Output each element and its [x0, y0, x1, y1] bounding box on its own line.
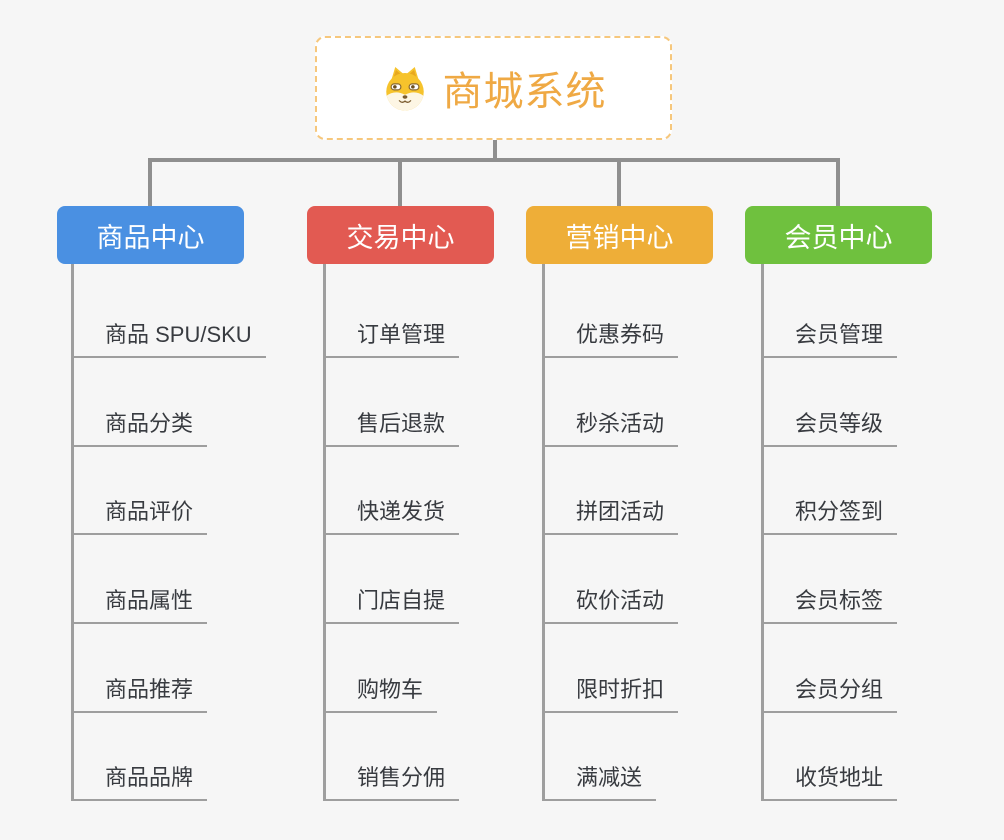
- branch-node-products[interactable]: 商品中心: [57, 206, 244, 264]
- child-topic[interactable]: 会员分组: [761, 675, 898, 713]
- child-topic-label: 会员分组: [761, 675, 898, 713]
- child-topic[interactable]: 商品品牌: [71, 763, 208, 801]
- child-topic[interactable]: 销售分佣: [323, 763, 460, 801]
- child-topic[interactable]: 商品 SPU/SKU: [71, 320, 266, 358]
- branch-node-marketing[interactable]: 营销中心: [526, 206, 713, 264]
- branch-label: 交易中心: [346, 222, 455, 253]
- child-topic[interactable]: 商品属性: [71, 586, 208, 624]
- child-topic[interactable]: 收货地址: [761, 763, 898, 801]
- child-topic-label: 商品推荐: [71, 675, 208, 713]
- child-topic[interactable]: 积分签到: [761, 497, 898, 535]
- child-topic[interactable]: 砍价活动: [542, 586, 679, 624]
- shiba-dog-icon: [385, 67, 424, 111]
- child-topic-label: 会员标签: [761, 586, 898, 624]
- child-topic-label: 购物车: [323, 675, 438, 713]
- child-topic[interactable]: 秒杀活动: [542, 409, 679, 447]
- child-topic[interactable]: 拼团活动: [542, 497, 679, 535]
- child-topic-label: 商品品牌: [71, 763, 208, 801]
- child-topic-label: 订单管理: [323, 320, 460, 358]
- child-topic-label: 会员等级: [761, 409, 898, 447]
- child-topic-label: 销售分佣: [323, 763, 460, 801]
- child-topic[interactable]: 会员管理: [761, 320, 898, 358]
- child-topic[interactable]: 快递发货: [323, 497, 460, 535]
- child-topic-label: 商品评价: [71, 497, 208, 535]
- child-topic-label: 秒杀活动: [542, 409, 679, 447]
- child-topic[interactable]: 购物车: [323, 675, 438, 713]
- branch-node-trade[interactable]: 交易中心: [307, 206, 494, 264]
- child-topic[interactable]: 商品推荐: [71, 675, 208, 713]
- child-topic-label: 门店自提: [323, 586, 460, 624]
- child-topic[interactable]: 商品评价: [71, 497, 208, 535]
- branch-node-members[interactable]: 会员中心: [745, 206, 932, 264]
- child-topic-label: 砍价活动: [542, 586, 679, 624]
- child-topic-label: 优惠券码: [542, 320, 679, 358]
- branch-label: 会员中心: [784, 222, 893, 253]
- root-title: 商城系统: [442, 70, 607, 114]
- child-topic[interactable]: 售后退款: [323, 409, 460, 447]
- child-topic[interactable]: 满减送: [542, 763, 657, 801]
- child-topic-label: 商品属性: [71, 586, 208, 624]
- child-topic-label: 商品分类: [71, 409, 208, 447]
- branch-label: 营销中心: [565, 222, 674, 253]
- branch-label: 商品中心: [96, 222, 205, 253]
- child-topic[interactable]: 订单管理: [323, 320, 460, 358]
- child-topic-label: 满减送: [542, 763, 657, 801]
- child-topic-label: 积分签到: [761, 497, 898, 535]
- child-topic-label: 商品 SPU/SKU: [71, 320, 266, 358]
- child-topic-label: 会员管理: [761, 320, 898, 358]
- child-topic-label: 售后退款: [323, 409, 460, 447]
- child-topic[interactable]: 门店自提: [323, 586, 460, 624]
- child-topic-label: 快递发货: [323, 497, 460, 535]
- child-topic[interactable]: 限时折扣: [542, 675, 679, 713]
- root-node[interactable]: 商城系统: [315, 36, 672, 140]
- child-topic-label: 拼团活动: [542, 497, 679, 535]
- child-topic-label: 收货地址: [761, 763, 898, 801]
- child-topic[interactable]: 会员等级: [761, 409, 898, 447]
- child-topic[interactable]: 商品分类: [71, 409, 208, 447]
- child-topic[interactable]: 会员标签: [761, 586, 898, 624]
- child-topic-label: 限时折扣: [542, 675, 679, 713]
- child-topic[interactable]: 优惠券码: [542, 320, 679, 358]
